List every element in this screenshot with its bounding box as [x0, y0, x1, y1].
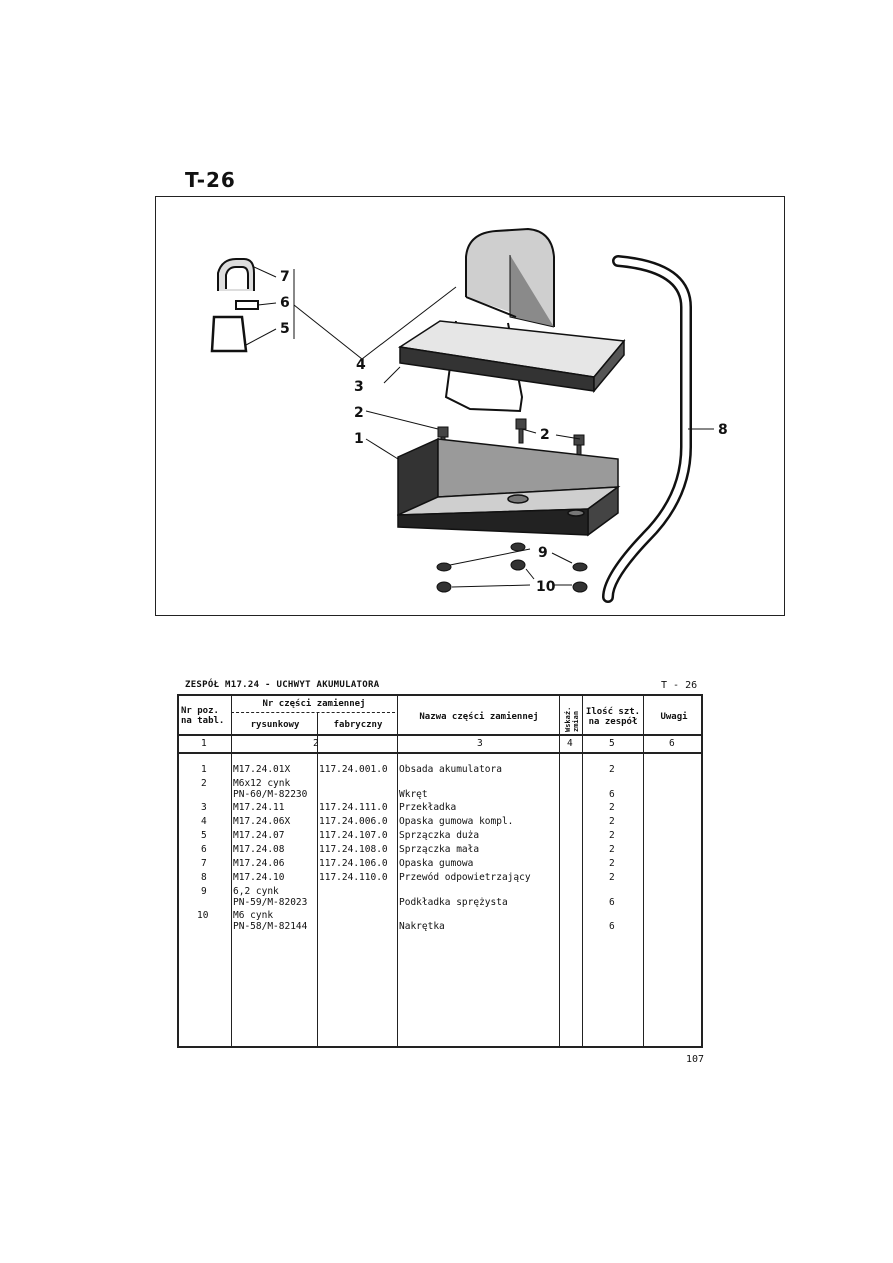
row-name: Nakrętka — [399, 921, 445, 932]
callout-8: 8 — [718, 422, 728, 438]
row-qty: 2 — [609, 816, 615, 827]
callout-2-right: 2 — [540, 427, 550, 443]
page-title: T-26 — [185, 168, 236, 192]
col-divider — [582, 696, 583, 1046]
col-number: 2 — [313, 738, 319, 749]
row-drawing-no: M17.24.07 — [233, 830, 285, 841]
table-heading: ZESPÓŁ M17.24 - UCHWYT AKUMULATORA — [185, 680, 380, 690]
col-divider — [643, 696, 644, 1046]
row-name: Obsada akumulatora — [399, 764, 502, 775]
row-qty: 6 — [609, 921, 615, 932]
row-factory-no: 117.24.106.0 — [319, 858, 388, 869]
row-drawing-no: M6x12 cynk PN-60/M-82230 — [233, 778, 308, 800]
battery-holder — [397, 437, 621, 537]
col-divider — [317, 712, 318, 1046]
row-name: Sprzączka duża — [399, 830, 480, 841]
exploded-view-drawing: 7 6 5 4 3 2 1 2 8 9 10 — [155, 196, 785, 616]
row-qty: 6 — [609, 789, 615, 800]
col-number: 4 — [567, 738, 573, 749]
callout-4: 4 — [356, 357, 366, 373]
row-pos: 5 — [201, 830, 207, 841]
row-pos: 3 — [201, 802, 207, 813]
row-pos: 2 — [201, 778, 207, 789]
spacer-board — [397, 320, 626, 394]
callout-9: 9 — [538, 545, 548, 561]
row-name: Opaska gumowa kompl. — [399, 816, 514, 827]
parts-illustration: 7 6 5 4 3 2 1 2 8 9 10 — [210, 227, 728, 603]
row-name: Wkręt — [399, 789, 428, 800]
row-drawing-no: 6,2 cynk PN-59/M-82023 — [233, 886, 308, 908]
row-factory-no: 117.24.108.0 — [319, 844, 388, 855]
table-code: T - 26 — [661, 680, 698, 691]
row-qty: 2 — [609, 844, 615, 855]
header-factory: fabryczny — [333, 720, 383, 730]
row-factory-no: 117.24.110.0 — [319, 872, 388, 883]
callout-1: 1 — [354, 431, 364, 447]
header-change: Wskaź. zmian — [564, 706, 580, 732]
row-qty: 6 — [609, 897, 615, 908]
row-divider — [179, 752, 701, 754]
header-qty: Ilość szt. na zespół — [585, 707, 641, 727]
col-number: 1 — [201, 738, 207, 749]
header-pos: Nr poz. na tabl. — [181, 706, 225, 726]
row-name: Opaska gumowa — [399, 858, 474, 869]
row-name: Sprzączka mała — [399, 844, 480, 855]
callout-3: 3 — [354, 379, 364, 395]
row-divider — [231, 712, 395, 713]
header-drawing: rysunkowy — [250, 720, 300, 730]
rubber-strap-assembly — [444, 227, 555, 413]
small-buckle — [235, 300, 259, 310]
row-name: Podkładka sprężysta — [399, 897, 508, 908]
row-qty: 2 — [609, 872, 615, 883]
row-qty: 2 — [609, 858, 615, 869]
row-drawing-no: M17.24.06 — [233, 858, 285, 869]
row-factory-no: 117.24.107.0 — [319, 830, 388, 841]
row-drawing-no: M6 cynk PN-58/M-82144 — [233, 910, 308, 932]
row-pos: 8 — [201, 872, 207, 883]
col-divider — [231, 696, 232, 1046]
col-divider — [559, 696, 560, 1046]
callout-2-left: 2 — [354, 405, 364, 421]
row-factory-no: 117.24.006.0 — [319, 816, 388, 827]
row-pos: 1 — [201, 764, 207, 775]
row-pos: 10 — [197, 910, 209, 921]
row-drawing-no: M17.24.11 — [233, 802, 285, 813]
row-pos: 7 — [201, 858, 207, 869]
row-qty: 2 — [609, 764, 615, 775]
page-number: 107 — [686, 1054, 705, 1065]
row-drawing-no: M17.24.01X — [233, 764, 291, 775]
row-name: Przekładka — [399, 802, 457, 813]
col-number: 3 — [477, 738, 483, 749]
header-part-no: Nr części zamiennej — [262, 699, 366, 709]
washers-and-nuts — [436, 542, 588, 593]
row-drawing-no: M17.24.06X — [233, 816, 291, 827]
rubber-strap-small — [217, 258, 255, 291]
large-buckle — [210, 315, 248, 353]
row-drawing-no: M17.24.10 — [233, 872, 285, 883]
row-name: Przewód odpowietrzający — [399, 872, 531, 883]
col-number: 5 — [609, 738, 615, 749]
callout-7: 7 — [280, 269, 290, 285]
callout-10: 10 — [536, 579, 556, 595]
row-drawing-no: M17.24.08 — [233, 844, 285, 855]
header-name: Nazwa części zamiennej — [419, 712, 539, 722]
callout-6: 6 — [280, 295, 290, 311]
callout-5: 5 — [280, 321, 290, 337]
row-pos: 6 — [201, 844, 207, 855]
col-number: 6 — [669, 738, 675, 749]
row-pos: 4 — [201, 816, 207, 827]
row-divider — [179, 734, 701, 736]
col-divider — [397, 696, 398, 1046]
breather-hose — [602, 255, 692, 603]
row-qty: 2 — [609, 802, 615, 813]
row-factory-no: 117.24.111.0 — [319, 802, 388, 813]
header-notes: Uwagi — [660, 712, 688, 722]
row-qty: 2 — [609, 830, 615, 841]
parts-table: Nr poz. na tabl. Nr części zamiennej rys… — [177, 694, 703, 1048]
row-pos: 9 — [201, 886, 207, 897]
row-factory-no: 117.24.001.0 — [319, 764, 388, 775]
